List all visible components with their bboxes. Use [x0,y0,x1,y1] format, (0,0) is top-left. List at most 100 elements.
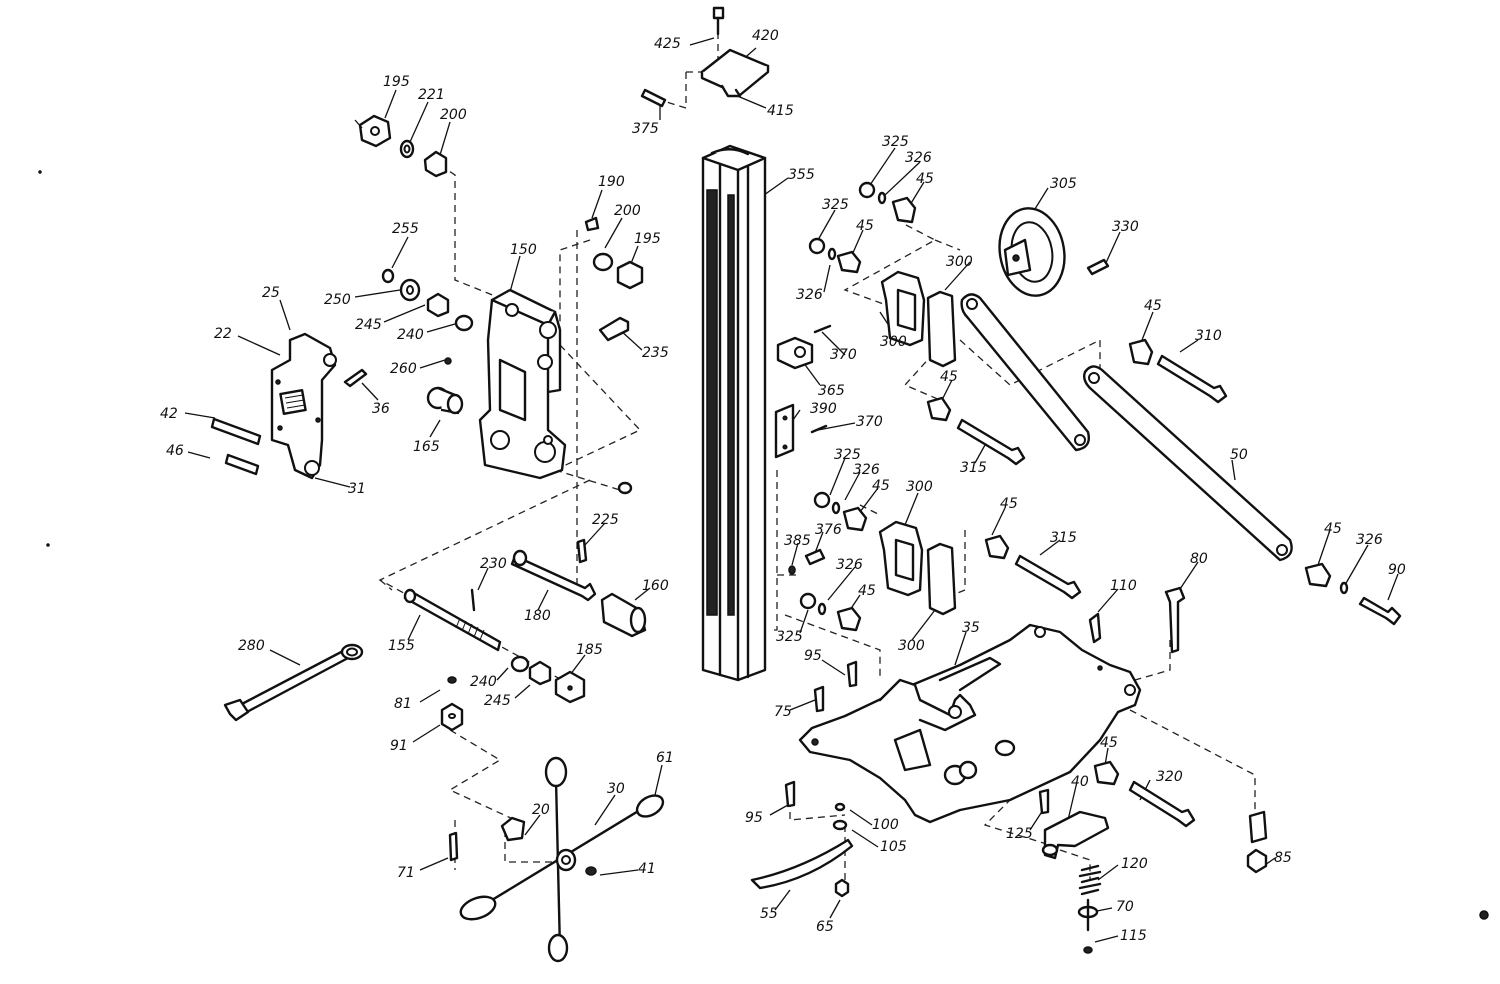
label-65: 65 [816,919,834,935]
washer-250 [399,278,421,302]
label-125: 125 [1006,826,1033,842]
bushing-245-lower [528,660,552,686]
bushing-165 [426,386,464,415]
label-91: 91 [390,738,408,754]
label-185: 185 [576,642,603,658]
bushing-200-lower [592,252,614,272]
label-230: 230 [480,556,507,572]
arm-50 [1082,365,1293,562]
bolt-80 [1164,586,1186,654]
spatula-55 [750,838,854,890]
label-250: 250 [324,292,351,308]
label-45-g: 45 [858,583,876,599]
label-95-upper: 95 [804,648,822,664]
bushing-45-a [891,196,917,224]
ring-115 [1083,946,1093,954]
pin-330 [1086,258,1110,276]
label-200-lower: 200 [614,203,641,219]
pin-370-upper [813,324,832,334]
label-370-lower: 370 [856,414,883,430]
nut-65 [834,878,850,898]
washer-81 [447,676,457,684]
hub-20 [500,816,526,842]
label-326-d: 326 [836,557,863,573]
screw-125 [1038,788,1050,815]
label-55: 55 [760,906,778,922]
nut-325-b [808,237,826,255]
slide-block-300-c [878,520,924,597]
label-325-a: 325 [882,134,909,150]
slide-block-300-d [926,542,957,616]
label-30: 30 [607,781,625,797]
spring-120 [1078,864,1102,896]
label-376: 376 [815,522,842,538]
label-150: 150 [510,242,537,258]
label-105: 105 [880,839,907,855]
label-415: 415 [767,103,794,119]
label-200-upper: 200 [440,107,467,123]
label-40: 40 [1071,774,1089,790]
label-425: 425 [654,36,681,52]
label-305: 305 [1050,176,1077,192]
bolt-315-lower [1014,554,1082,600]
label-390: 390 [810,401,837,417]
pin-225 [576,538,588,564]
label-41: 41 [638,861,656,877]
bolt-315-upper [956,418,1026,466]
label-315-lower: 315 [1050,530,1077,546]
bushing-45-g [984,534,1010,560]
label-45-h: 45 [1324,521,1342,537]
label-165: 165 [413,439,440,455]
label-300-d: 300 [898,638,925,654]
label-260: 260 [390,361,417,377]
label-221: 221 [418,87,445,103]
washer-326-c [831,501,841,515]
label-326-a: 326 [905,150,932,166]
label-320: 320 [1156,769,1183,785]
pin-375 [640,88,667,108]
label-300-c: 300 [906,479,933,495]
label-80: 80 [1190,551,1208,567]
label-90: 90 [1388,562,1406,578]
wrench-280 [223,643,364,722]
label-50: 50 [1230,447,1248,463]
label-61: 61 [656,750,674,766]
label-300-b: 300 [880,334,907,350]
bushing-45-d [926,396,952,422]
label-75: 75 [774,704,792,720]
bolt-320 [1128,780,1196,828]
label-45-c: 45 [1144,298,1162,314]
ring-385 [788,565,796,575]
column-355 [701,144,767,682]
label-385: 385 [784,533,811,549]
washer-326-a [877,191,887,205]
label-160: 160 [642,578,669,594]
key-46 [224,453,260,476]
key-42 [210,417,262,446]
screw-75 [813,685,825,713]
label-81: 81 [394,696,412,712]
bushing-245-upper [426,292,450,318]
label-225: 225 [592,512,619,528]
label-370-upper: 370 [830,347,857,363]
label-45-d: 45 [940,369,958,385]
label-195-upper: 195 [383,74,410,90]
nut-41 [585,866,597,876]
carriage-150 [478,288,567,480]
part-labels: 425 420 375 415 195 221 200 190 200 195 … [160,28,1406,944]
bolt-90 [1358,596,1402,626]
label-315-upper: 315 [960,460,987,476]
label-115: 115 [1120,928,1147,944]
shaft-180 [510,549,597,602]
pinion-shaft-155 [403,588,502,652]
nut-195-lower [616,260,644,290]
label-325-d: 325 [776,629,803,645]
bushing-200-upper [423,150,448,178]
label-330: 330 [1112,219,1139,235]
screw-71 [448,831,459,862]
pin-260 [444,357,452,365]
label-85: 85 [1274,850,1292,866]
label-180: 180 [524,608,551,624]
bushing-45-e [842,506,868,532]
